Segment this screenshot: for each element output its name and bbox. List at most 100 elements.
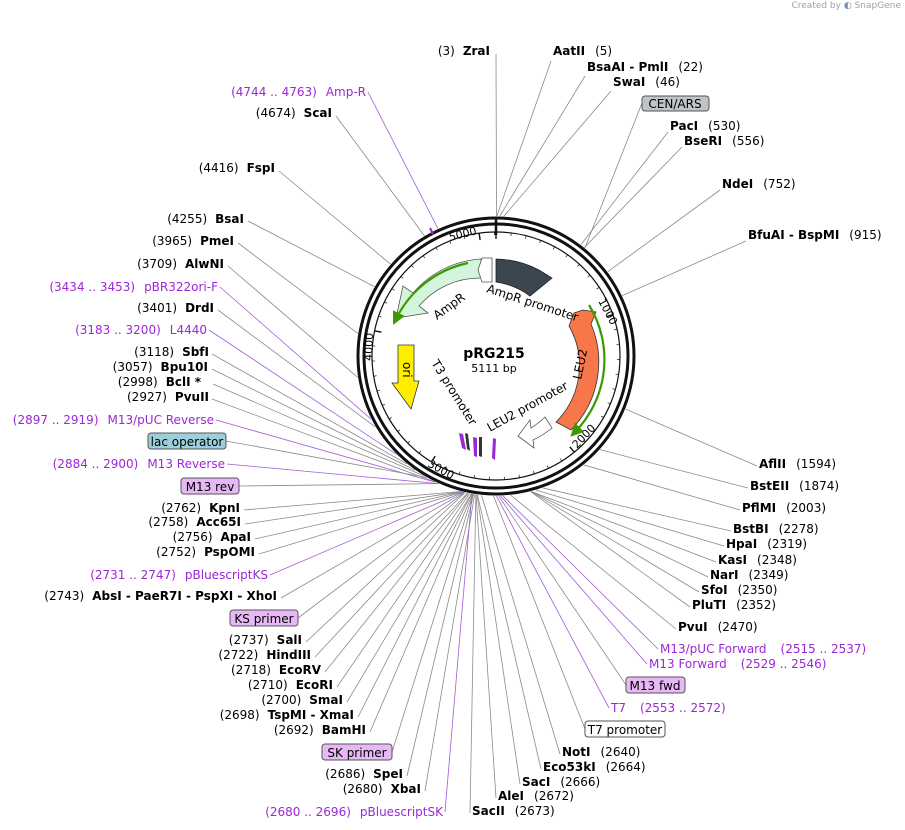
leu2-promoter-arrow[interactable] — [517, 416, 553, 449]
lac-operator-label[interactable]: lac operator — [151, 435, 224, 449]
enzyme-saci-label[interactable]: SacI — [522, 775, 550, 789]
enzyme-scai-label[interactable]: ScaI — [304, 106, 332, 120]
enzyme-swai-label[interactable]: SwaI — [613, 75, 645, 89]
tick-label-5000: 5000 — [448, 225, 478, 244]
enzyme-position-label: (2700) — [261, 693, 301, 707]
enzyme-hpai-label[interactable]: HpaI — [726, 537, 757, 551]
enzyme-zrai-label[interactable]: ZraI — [463, 44, 490, 58]
enzyme-aflii-label[interactable]: AflII — [759, 457, 786, 471]
primer-range-label: (2680 .. 2696) — [265, 805, 351, 819]
tick-mark — [577, 263, 580, 267]
enzyme-position-label: (2673) — [515, 804, 555, 818]
enzyme-pvuii-label[interactable]: PvuII — [175, 390, 209, 404]
enzyme-bfuai-bspmi-label[interactable]: BfuAI - BspMI — [748, 228, 839, 242]
enzyme-pflmi-label[interactable]: PflMI — [742, 501, 776, 515]
enzyme-leader-line — [599, 449, 749, 489]
enzyme-leader-line — [622, 240, 747, 296]
ori-arrow[interactable] — [391, 344, 420, 410]
enzyme-bamhi-label[interactable]: BamHI — [322, 723, 366, 737]
enzyme-apai-label[interactable]: ApaI — [221, 530, 251, 544]
enzyme-position-label: (3118) — [134, 345, 174, 359]
plasmid-name: pRG215 — [463, 346, 525, 362]
ampr-arrow[interactable] — [395, 258, 482, 319]
enzyme-pspomi-label[interactable]: PspOMI — [204, 545, 255, 559]
enzyme-kpni-label[interactable]: KpnI — [209, 501, 240, 515]
primer-m13-forward-label[interactable]: M13 Forward — [649, 657, 727, 671]
enzyme-position-label: (2003) — [786, 501, 826, 515]
primer-t7-label[interactable]: T7 — [610, 701, 626, 715]
enzyme-leader-line — [211, 353, 407, 465]
enzyme-xbai-label[interactable]: XbaI — [391, 782, 421, 796]
enzyme-pvui-label[interactable]: PvuI — [678, 620, 708, 634]
enzyme-sacii-label[interactable]: SacII — [472, 804, 505, 818]
primer-m13-puc-reverse-label[interactable]: M13/pUC Reverse — [108, 413, 215, 427]
tick-mark — [587, 274, 591, 278]
primer-m13-reverse-label[interactable]: M13 Reverse — [147, 457, 225, 471]
tick-mark — [606, 313, 614, 318]
enzyme-kasi-label[interactable]: KasI — [718, 553, 747, 567]
enzyme-ndei-label[interactable]: NdeI — [722, 177, 753, 191]
t7-promoter-label[interactable]: T7 promoter — [587, 723, 663, 737]
enzyme-position-label: (2756) — [173, 530, 213, 544]
enzyme-position-label: (1594) — [796, 457, 836, 471]
enzyme-noti-label[interactable]: NotI — [562, 745, 591, 759]
enzyme-drdi-label[interactable]: DrdI — [185, 301, 214, 315]
enzyme-alei-label[interactable]: AleI — [498, 789, 524, 803]
ks-primer-label[interactable]: KS primer — [234, 612, 293, 626]
enzyme-tspmi-xmai-label[interactable]: TspMI - XmaI — [268, 708, 354, 722]
enzyme-nari-label[interactable]: NarI — [710, 568, 739, 582]
enzyme-position-label: (2692) — [274, 723, 314, 737]
enzyme-sfoi-label[interactable]: SfoI — [701, 583, 728, 597]
primer-range-label: (3434 .. 3453) — [49, 280, 135, 294]
enzyme-ecori-label[interactable]: EcoRI — [296, 678, 333, 692]
enzyme-ecorv-label[interactable]: EcoRV — [279, 663, 322, 677]
primer-leader-line — [208, 329, 397, 455]
enzyme-position-label: (2640) — [601, 745, 641, 759]
primer-m13-puc-forward-label[interactable]: M13/pUC Forward — [660, 642, 767, 656]
enzyme-bpu10i-label[interactable]: Bpu10I — [161, 360, 208, 374]
enzyme-position-label: (2743) — [44, 589, 84, 603]
cen-ars-label[interactable]: CEN/ARS — [648, 97, 701, 111]
enzyme-absi-paer7i-pspxi-xhoi-label[interactable]: AbsI - PaeR7I - PspXI - XhoI — [92, 589, 277, 603]
enzyme-bsteii-label[interactable]: BstEII — [750, 479, 789, 493]
enzyme-smai-label[interactable]: SmaI — [309, 693, 343, 707]
enzyme-leader-line — [211, 398, 435, 483]
enzyme-bstbi-label[interactable]: BstBI — [733, 522, 769, 536]
enzyme-pmei-label[interactable]: PmeI — [200, 234, 234, 248]
primer-l4440-label[interactable]: L4440 — [170, 323, 207, 337]
enzyme-hindiii-label[interactable]: HindIII — [266, 648, 311, 662]
enzyme-sali-label[interactable]: SalI — [277, 633, 302, 647]
enzyme-position-label: (2698) — [220, 708, 260, 722]
enzyme-position-label: (2762) — [161, 501, 201, 515]
enzyme-bcli-label[interactable]: BclI * — [166, 375, 202, 389]
enzyme-sbfi-label[interactable]: SbfI — [182, 345, 209, 359]
enzyme-fspi-label[interactable]: FspI — [247, 161, 275, 175]
primer-leader-line — [269, 491, 464, 576]
enzyme-spei-label[interactable]: SpeI — [373, 767, 403, 781]
enzyme-paci-label[interactable]: PacI — [670, 119, 698, 133]
primer-range-label: (2529 .. 2546) — [741, 657, 827, 671]
enzyme-position-label: (3965) — [152, 234, 192, 248]
enzyme-bsai-label[interactable]: BsaI — [215, 212, 244, 226]
tick-mark — [382, 403, 386, 406]
enzyme-leader-line — [475, 494, 497, 799]
enzyme-eco53ki-label[interactable]: Eco53kI — [543, 760, 596, 774]
enzyme-pluti-label[interactable]: PluTI — [692, 598, 726, 612]
enzyme-aatii-label[interactable]: AatII — [553, 44, 585, 58]
primer-pbr322ori-f-label[interactable]: pBR322ori-F — [144, 280, 218, 294]
enzyme-bsaai-pmli-label[interactable]: BsaAI - PmlI — [587, 60, 668, 74]
enzyme-position-label: (2352) — [736, 598, 776, 612]
primer-leader-line — [444, 493, 473, 813]
boxed-label-leader-line — [238, 483, 439, 487]
sk-primer-label[interactable]: SK primer — [327, 746, 386, 760]
ampr-promoter-arrow[interactable] — [495, 258, 553, 297]
enzyme-acc65i-label[interactable]: Acc65I — [196, 515, 241, 529]
enzyme-bseri-label[interactable]: BseRI — [684, 134, 722, 148]
primer-pbluescriptsk-label[interactable]: pBluescriptSK — [360, 805, 444, 819]
primer-amp-r-label[interactable]: Amp-R — [326, 85, 366, 99]
m13-rev-label[interactable]: M13 rev — [186, 480, 235, 494]
ori-label: ori — [400, 362, 414, 378]
primer-pbluescriptks-label[interactable]: pBluescriptKS — [185, 568, 268, 582]
enzyme-alwni-label[interactable]: AlwNI — [185, 257, 224, 271]
m13-fwd-label[interactable]: M13 fwd — [630, 679, 681, 693]
